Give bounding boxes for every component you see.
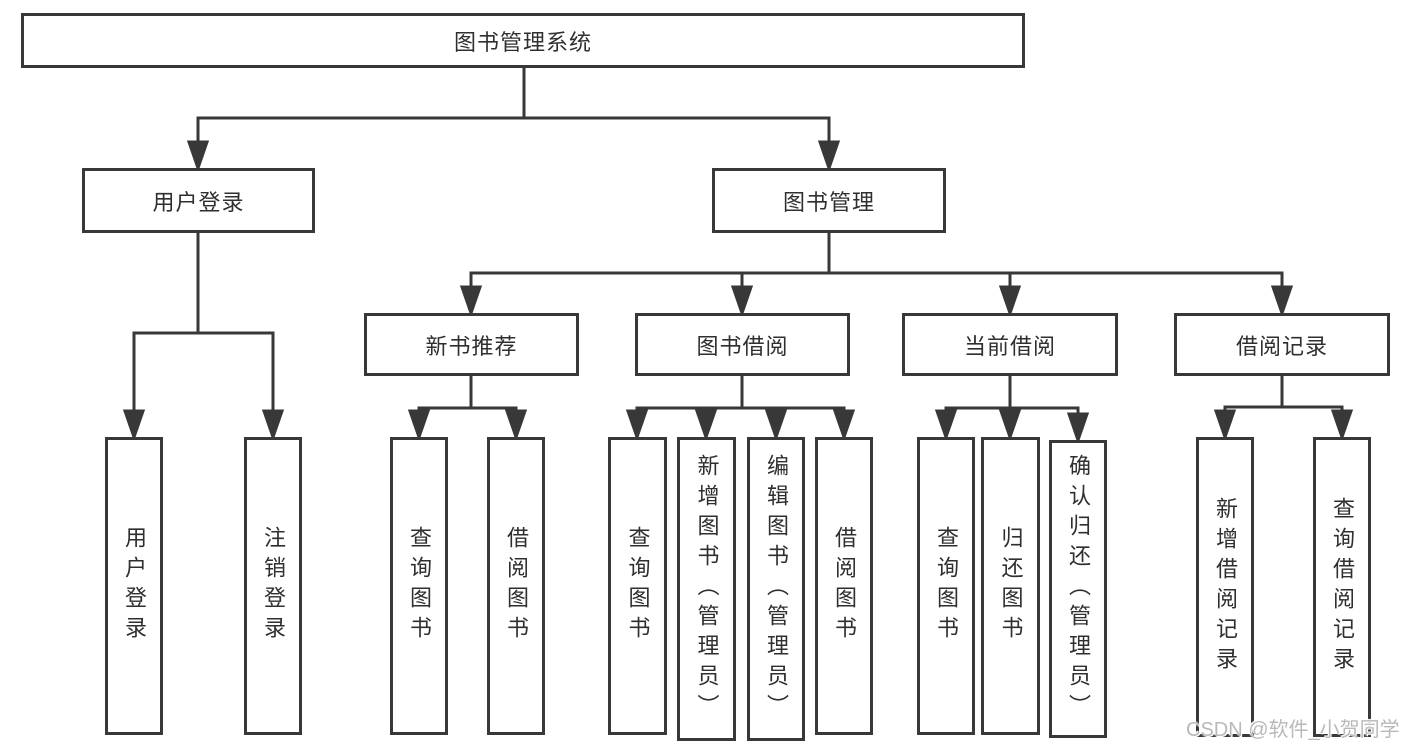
leaf-edit-book-admin: 编辑图书（管理员） xyxy=(747,437,805,741)
node-book-management: 图书管理 xyxy=(712,168,946,233)
node-book-borrowing-label: 图书借阅 xyxy=(696,333,789,359)
leaf-query-borrow-record-label: 查询借阅记录 xyxy=(1330,497,1355,677)
leaf-return-book-label: 归还图书 xyxy=(998,526,1024,646)
leaf-borrow-books-2-label: 借阅图书 xyxy=(832,526,857,646)
leaf-query-books-recommend: 查询图书 xyxy=(390,437,448,735)
leaf-user-login-label: 用户登录 xyxy=(122,526,147,646)
leaf-edit-book-admin-label: 编辑图书（管理员） xyxy=(764,454,789,724)
leaf-confirm-return-admin: 确认归还（管理员） xyxy=(1049,440,1107,738)
leaf-confirm-return-admin-label: 确认归还（管理员） xyxy=(1066,454,1091,724)
node-borrowing-records-label: 借阅记录 xyxy=(1235,333,1328,359)
node-book-borrowing: 图书借阅 xyxy=(635,313,850,376)
leaf-borrow-books-recommend-label: 借阅图书 xyxy=(504,526,529,646)
node-new-book-recommend-label: 新书推荐 xyxy=(425,333,518,359)
node-borrowing-records: 借阅记录 xyxy=(1174,313,1390,376)
leaf-add-book-admin-label: 新增图书（管理员） xyxy=(694,454,720,724)
node-root-label: 图书管理系统 xyxy=(453,29,592,55)
leaf-logout: 注销登录 xyxy=(244,437,302,735)
node-user-login: 用户登录 xyxy=(82,168,315,233)
node-user-login-label: 用户登录 xyxy=(152,189,245,215)
csdn-watermark: CSDN @软件_小贺同学 xyxy=(1186,719,1400,741)
leaf-query-borrow-record: 查询借阅记录 xyxy=(1313,437,1371,737)
leaf-query-books-borrowing: 查询图书 xyxy=(608,437,667,735)
node-new-book-recommend: 新书推荐 xyxy=(364,313,579,376)
node-book-management-label: 图书管理 xyxy=(782,189,875,215)
leaf-borrow-books-recommend: 借阅图书 xyxy=(487,437,545,735)
leaf-query-books-current: 查询图书 xyxy=(917,437,975,735)
leaf-logout-label: 注销登录 xyxy=(261,526,286,646)
leaf-user-login: 用户登录 xyxy=(105,437,163,735)
leaf-query-books-recommend-label: 查询图书 xyxy=(407,526,432,646)
leaf-add-borrow-record: 新增借阅记录 xyxy=(1196,437,1254,737)
leaf-query-books-current-label: 查询图书 xyxy=(934,526,959,646)
node-current-borrowing: 当前借阅 xyxy=(902,313,1118,376)
leaf-return-book: 归还图书 xyxy=(981,437,1040,735)
leaf-add-book-admin: 新增图书（管理员） xyxy=(677,437,736,741)
leaf-borrow-books-2: 借阅图书 xyxy=(815,437,873,735)
node-root: 图书管理系统 xyxy=(21,13,1025,68)
leaf-add-borrow-record-label: 新增借阅记录 xyxy=(1213,497,1238,677)
node-current-borrowing-label: 当前借阅 xyxy=(963,333,1056,359)
leaf-query-books-borrowing-label: 查询图书 xyxy=(625,526,651,646)
